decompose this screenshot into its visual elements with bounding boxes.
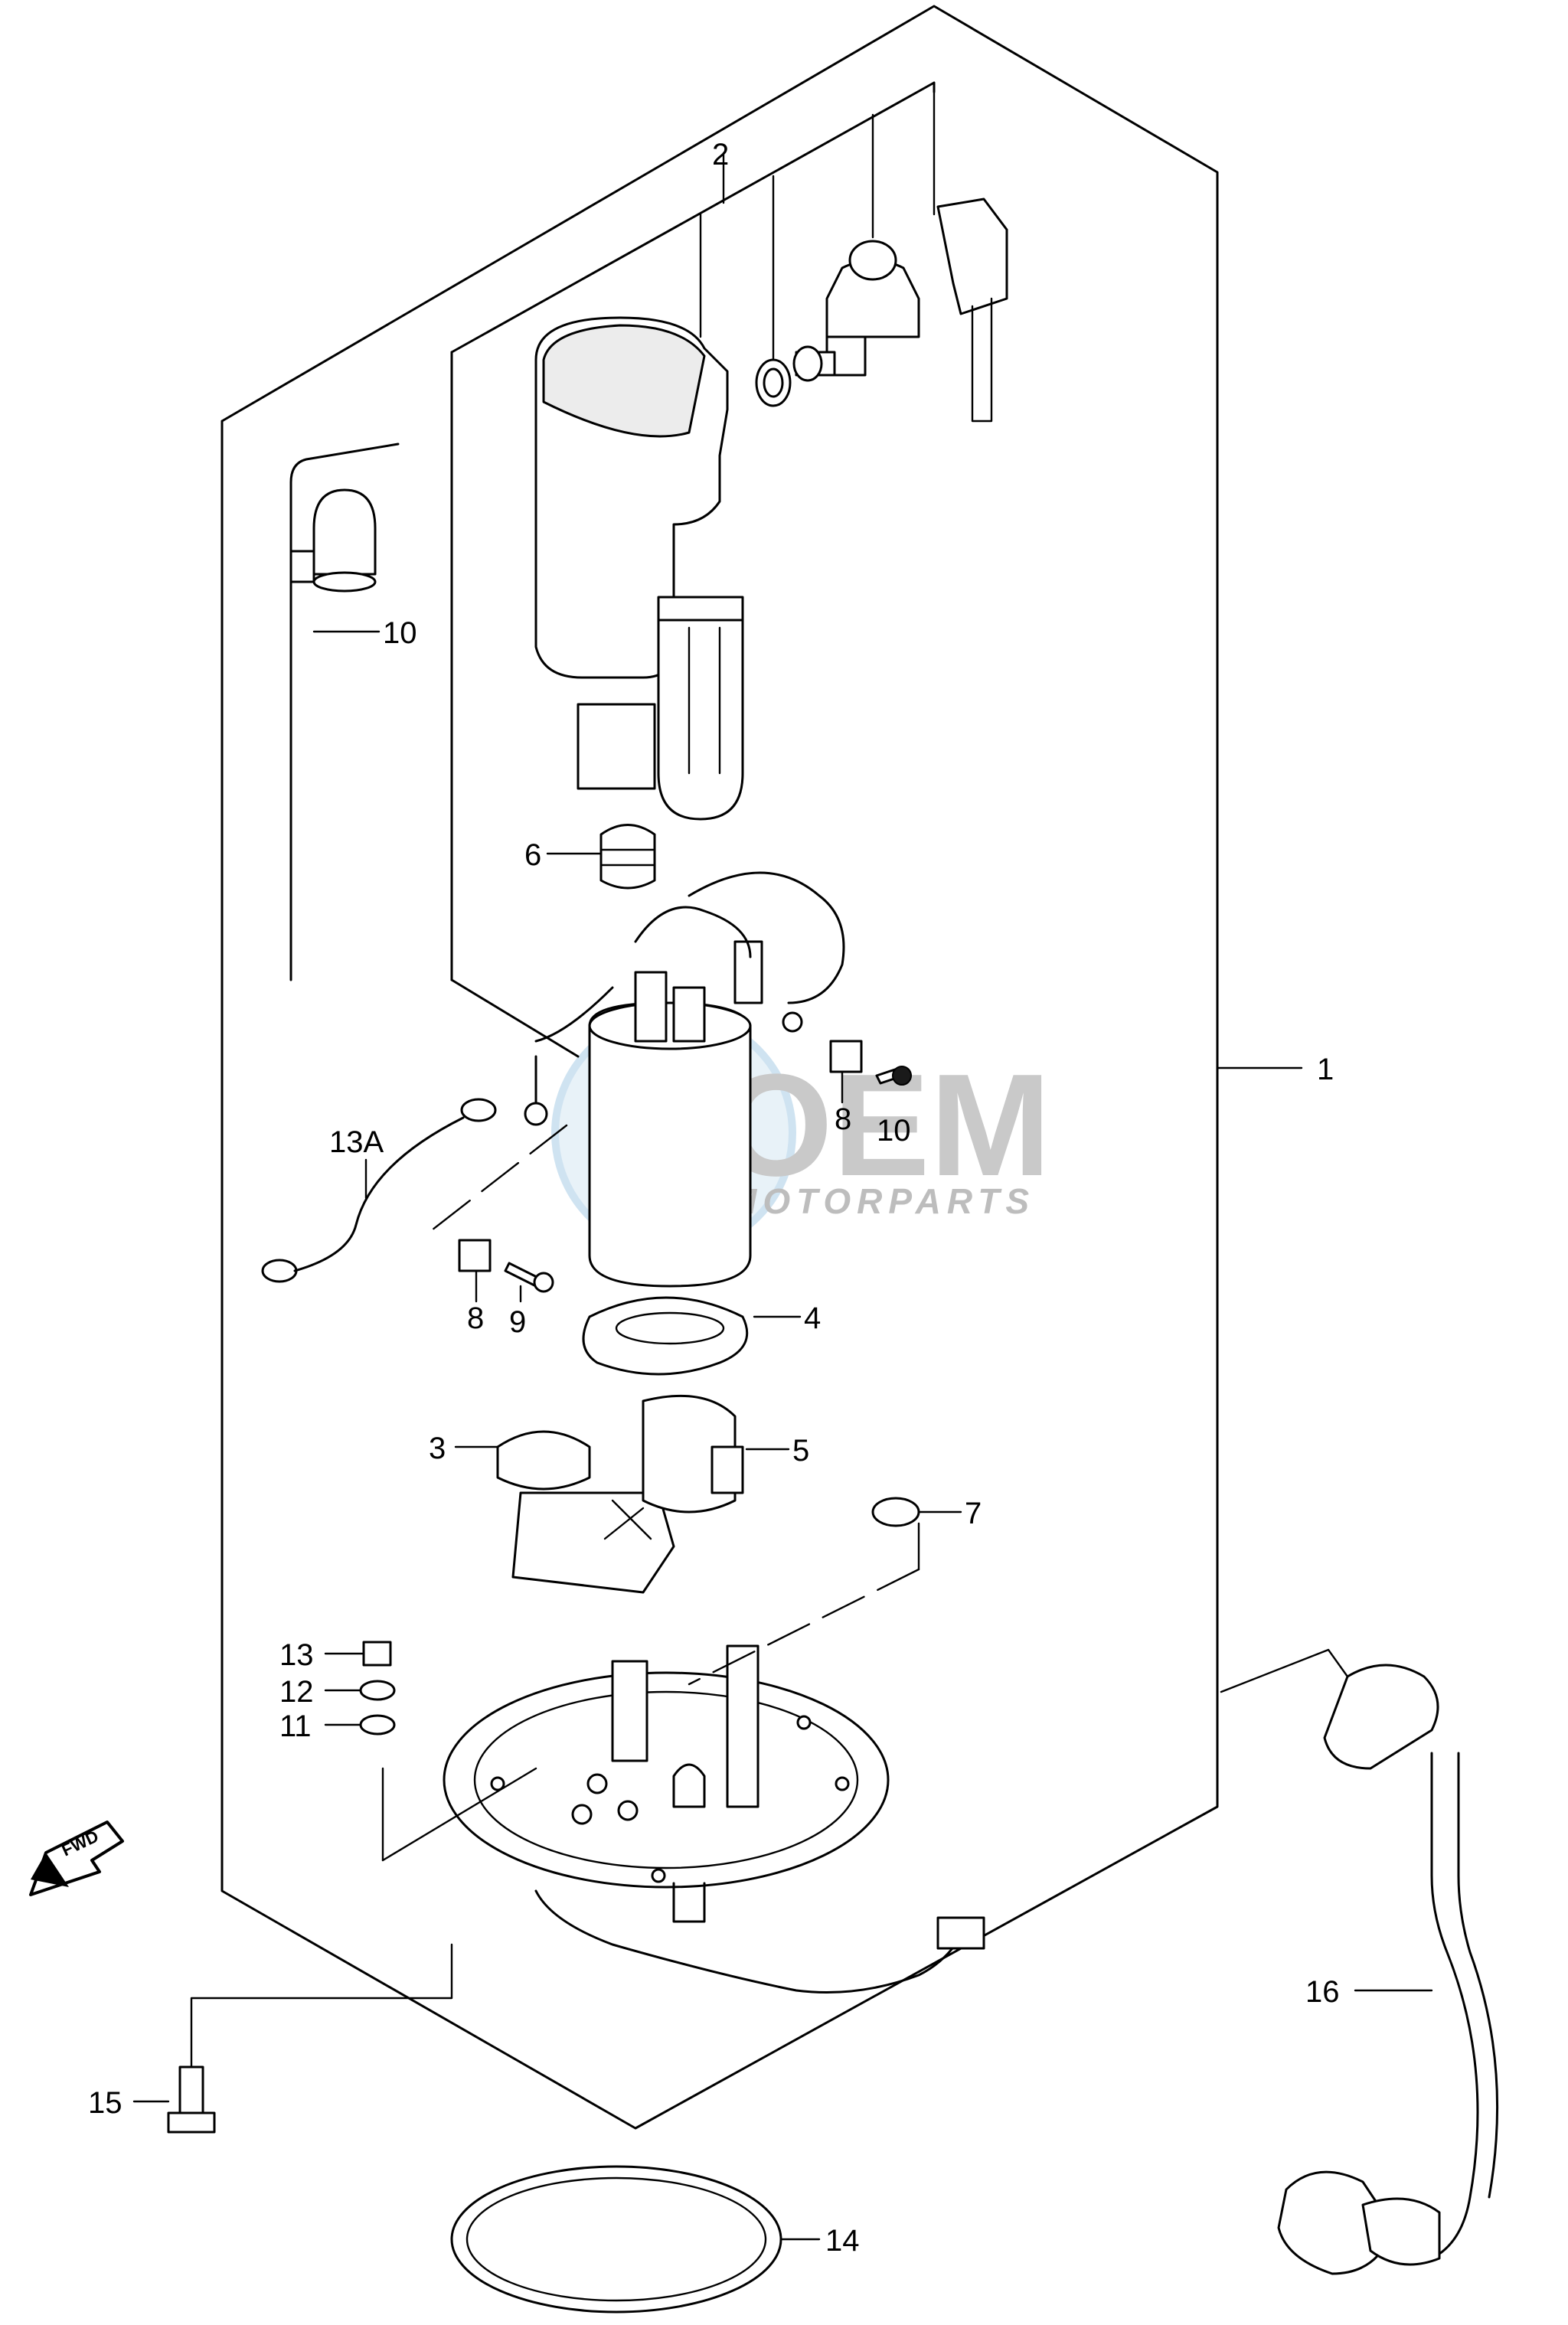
- callout-labels: 1 2 3 4 5 6 7 8 8 9 10 10 11 12 13 13A 1…: [88, 138, 1340, 2258]
- ground-wire-13a: [261, 1098, 497, 1283]
- screw-10-right: [875, 1066, 912, 1086]
- callout-10-left: 10: [383, 616, 417, 650]
- bolt-15: [132, 1943, 453, 2134]
- screw-9: [504, 1262, 554, 1303]
- callout-8-right: 8: [835, 1102, 851, 1136]
- callout-5: 5: [792, 1434, 809, 1468]
- o-ring-7: [871, 1497, 962, 1527]
- fwd-arrow-icon: FWD: [29, 1820, 124, 1896]
- callout-4: 4: [804, 1301, 821, 1335]
- grommet-6: [546, 824, 656, 890]
- callout-8-left: 8: [467, 1301, 484, 1335]
- bracket-8-left: [458, 1239, 492, 1303]
- callout-2: 2: [712, 138, 729, 171]
- callout-15: 15: [88, 2086, 122, 2120]
- watermark-brand: OEM: [720, 1044, 1051, 1207]
- callout-14: 14: [825, 2224, 860, 2258]
- washer-12: [324, 1680, 396, 1701]
- fuel-hose-16: [1220, 1648, 1499, 2275]
- watermark-subtitle: MOTORPARTS: [727, 1181, 1035, 1221]
- subassembly-2-outline: [450, 81, 936, 1058]
- bracket-8-right: [829, 1040, 863, 1104]
- callout-10-right: 10: [877, 1114, 911, 1148]
- callout-3: 3: [429, 1432, 446, 1465]
- fuel-level-sender: [289, 442, 400, 981]
- fuel-strainer-3: [454, 1430, 675, 1594]
- callout-6: 6: [524, 838, 541, 872]
- fuel-pump-motor: [524, 871, 845, 1288]
- callout-16: 16: [1305, 1975, 1340, 2009]
- dashed-connectors: [427, 1124, 920, 1686]
- fuel-filter-housing: [534, 316, 744, 821]
- callout-1: 1: [1317, 1053, 1334, 1086]
- cushion-5: [642, 1394, 790, 1514]
- gasket-14: [450, 2165, 821, 2314]
- nut-13: [324, 1641, 392, 1667]
- callout-7: 7: [965, 1497, 982, 1530]
- washer-11: [324, 1714, 396, 1736]
- callout-13a: 13A: [329, 1125, 384, 1159]
- callout-11: 11: [279, 1709, 312, 1743]
- pressure-regulator: [755, 240, 920, 407]
- callout-13: 13: [279, 1638, 314, 1672]
- callout-12: 12: [279, 1675, 314, 1709]
- callout-9: 9: [509, 1305, 526, 1339]
- pump-holder-4: [582, 1296, 802, 1376]
- assembly-outline: [220, 5, 1303, 2130]
- wiring-clip: [936, 198, 1008, 423]
- pump-base-plate: [381, 1644, 985, 1994]
